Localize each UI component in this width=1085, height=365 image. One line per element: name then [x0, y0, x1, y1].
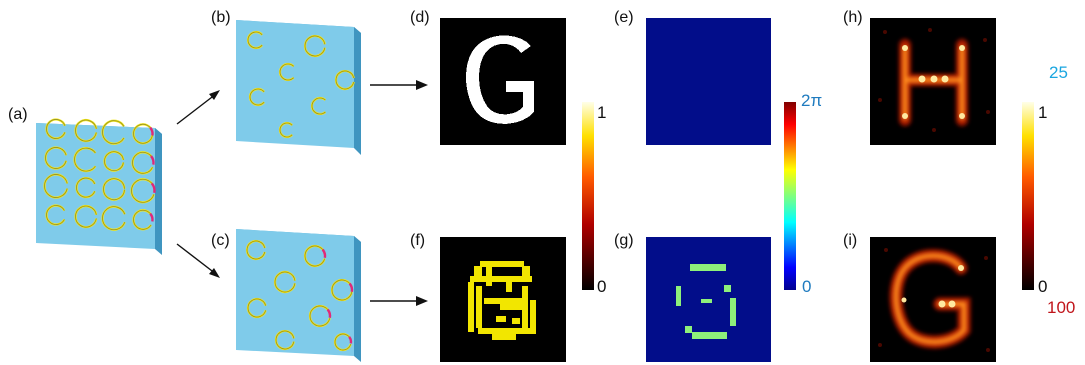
split-ring — [102, 177, 126, 201]
split-ring — [303, 34, 326, 58]
substrate-face — [236, 20, 354, 148]
split-ring — [303, 244, 327, 268]
nanoring-array — [246, 30, 355, 139]
split-ring — [273, 270, 297, 294]
arrow-a-to-c — [176, 243, 217, 275]
substrate-side-edge — [155, 128, 162, 255]
panel-label-b: (b) — [211, 9, 231, 26]
panel-e-image — [646, 18, 771, 145]
panel-label-e: (e) — [614, 9, 634, 26]
phase-colorbar-min: 0 — [802, 277, 811, 296]
phase-pattern — [676, 264, 736, 339]
panel-a-metasurface — [36, 118, 162, 255]
amplitude-pattern — [468, 261, 536, 340]
split-ring — [333, 332, 353, 352]
split-ring — [278, 62, 295, 82]
letter-h-reconstruction — [878, 28, 990, 132]
panel-label-f: (f) — [410, 232, 425, 249]
nanoring-array — [245, 239, 354, 352]
split-ring — [101, 205, 126, 231]
split-ring — [334, 69, 355, 91]
intensity-top-value: 25 — [1049, 63, 1068, 82]
letter-g-reconstruction — [878, 248, 990, 352]
panel-label-h: (h) — [843, 9, 863, 26]
split-ring — [132, 209, 154, 231]
split-ring — [43, 173, 69, 199]
phase-colorbar-max: 2π — [801, 91, 822, 110]
split-ring — [75, 177, 96, 199]
panel-b-metasurface — [236, 20, 361, 155]
split-ring — [308, 304, 332, 328]
split-ring — [246, 30, 263, 50]
split-ring — [246, 297, 267, 319]
split-ring — [132, 123, 154, 145]
letter-g-shape — [466, 35, 534, 124]
intensity-colorbar-max: 1 — [1038, 103, 1047, 122]
letter-g-target — [466, 35, 534, 124]
substrate-side-edge — [354, 236, 361, 362]
intensity-colorbar-min: 0 — [1038, 277, 1047, 296]
split-ring — [74, 119, 98, 143]
nanoring-array — [43, 118, 156, 231]
split-ring — [131, 151, 155, 175]
split-ring — [45, 118, 66, 140]
split-ring — [101, 119, 125, 145]
split-ring — [310, 96, 327, 116]
panel-label-d: (d) — [410, 9, 430, 26]
amplitude-colorbar — [582, 102, 594, 290]
split-ring — [74, 205, 98, 229]
substrate-side-edge — [354, 27, 361, 155]
amplitude-colorbar-max: 1 — [597, 103, 606, 122]
split-ring — [330, 278, 354, 302]
panel-label-a: (a) — [8, 106, 28, 123]
split-ring — [245, 239, 266, 261]
panel-label-g: (g) — [614, 232, 634, 249]
split-ring — [274, 329, 295, 351]
panel-c-metasurface — [236, 229, 361, 362]
panel-label-c: (c) — [211, 232, 230, 249]
split-ring — [45, 204, 66, 226]
split-ring — [103, 150, 125, 172]
split-ring — [73, 147, 97, 173]
panel-label-i: (i) — [843, 232, 857, 249]
split-ring — [130, 178, 156, 204]
split-ring — [44, 146, 68, 170]
split-ring — [248, 87, 265, 107]
phase-colorbar — [784, 102, 796, 290]
intensity-colorbar — [1022, 102, 1034, 290]
split-ring — [278, 121, 293, 139]
arrows — [176, 80, 428, 306]
arrow-a-to-b — [176, 93, 217, 125]
intensity-bottom-value: 100 — [1047, 298, 1075, 317]
amplitude-colorbar-min: 0 — [597, 277, 606, 296]
